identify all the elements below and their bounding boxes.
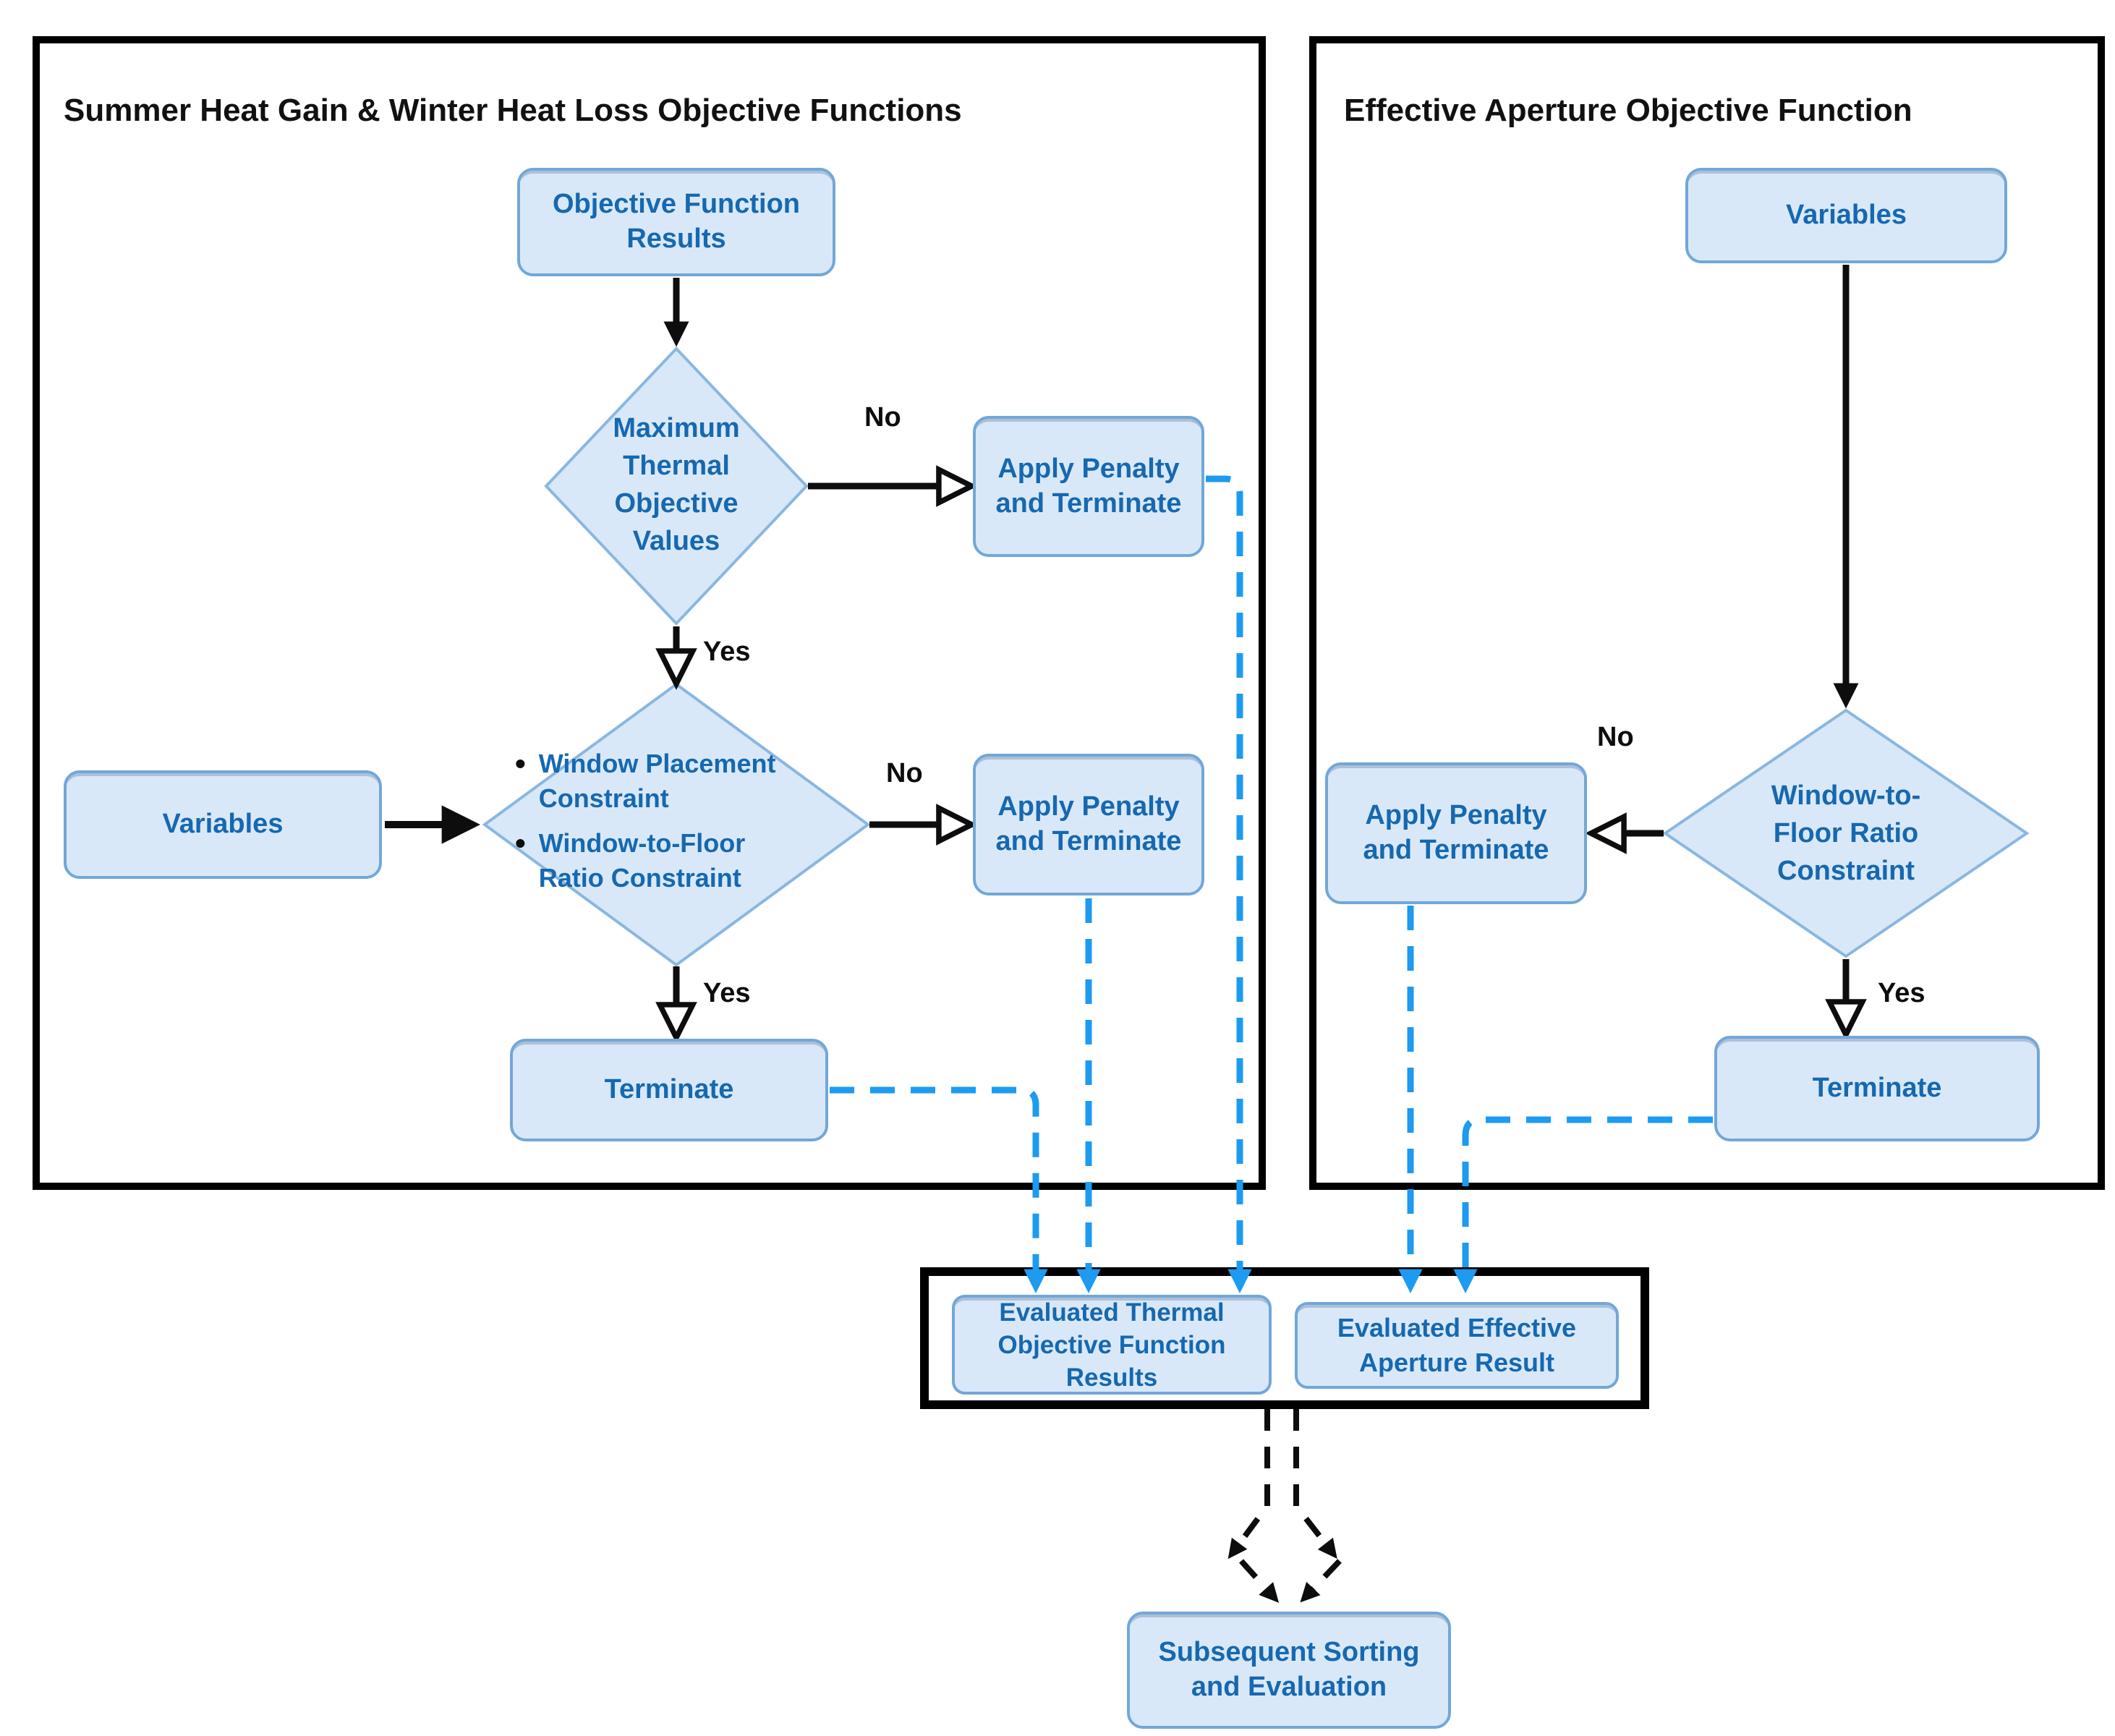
node-variables-right: Variables [1685,168,2007,263]
left-panel-title: Summer Heat Gain & Winter Heat Loss Obje… [64,93,962,128]
node-wfr-constraint-label: Window-to- Floor Ratio Constraint [1771,780,1921,886]
node-subsequent-sorting-evaluation: Subsequent Sorting and Evaluation [1127,1612,1451,1729]
node-variables-left: Variables [64,770,382,879]
node-terminate-right: Terminate [1714,1036,2040,1141]
edge-converge-to-subsequent-right [1300,1559,1342,1603]
node-apply-penalty-terminate-right: Apply Penalty and Terminate [1325,762,1587,904]
constraint-item-1-text: Window Placement Constraint [538,749,776,813]
node-terminate-left: Terminate [510,1039,828,1141]
right-panel-title: Effective Aperture Objective Function [1344,93,1912,128]
edge-label-no-bottom: No [886,758,923,788]
node-objective-function-results: Objective Function Results [517,168,835,276]
edge-results-group-down-left [1227,1409,1270,1560]
node-evaluated-thermal-results: Evaluated Thermal Objective Function Res… [952,1295,1272,1395]
constraint-item-2-text: Window-to-Floor Ratio Constraint [538,828,746,893]
right-panel-border [1309,36,2105,1190]
node-evaluated-effective-aperture: Evaluated Effective Aperture Result [1295,1302,1619,1389]
edge-label-yes-bottom: Yes [703,978,751,1008]
wfr-decision-diamond [1662,708,2030,958]
max-thermal-decision-diamond [544,346,809,626]
bullet-icon: • [515,826,526,860]
node-apply-penalty-terminate-top: Apply Penalty and Terminate [973,416,1204,557]
edge-label-no-right: No [1597,722,1634,752]
left-panel-border [33,36,1266,1190]
edge-converge-to-subsequent-left [1239,1559,1280,1603]
edge-label-yes-right: Yes [1878,978,1925,1008]
edge-label-yes-top: Yes [703,637,751,667]
results-group-border [920,1267,1649,1409]
bullet-icon: • [515,746,526,780]
edge-terminate-right-to-evaluated-aperture [1453,1116,1713,1293]
node-constraints-label: • Window Placement Constraint • Window-t… [515,746,862,895]
node-max-thermal-label: Maximum Thermal Objective Values [613,413,740,556]
edge-terminate-left-to-evaluated-thermal [830,1086,1048,1293]
edge-results-group-down-right [1293,1409,1337,1559]
node-apply-penalty-terminate-bottom: Apply Penalty and Terminate [973,754,1204,895]
constraint-item-2: • Window-to-Floor Ratio Constraint [515,826,862,895]
edge-apply-penalty-top-to-evaluated-thermal [1206,475,1252,1293]
constraints-decision-diamond [482,682,871,967]
constraint-item-1: • Window Placement Constraint [515,746,862,816]
edge-label-no-top: No [864,402,901,433]
